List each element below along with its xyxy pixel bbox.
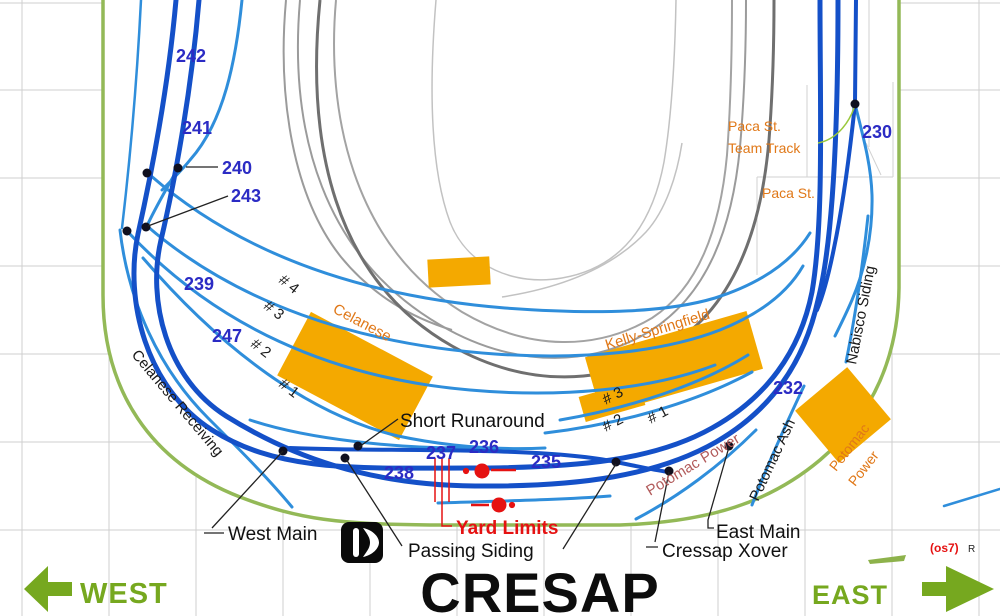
phone-icon <box>341 522 383 563</box>
west-label: WEST <box>80 578 168 610</box>
page-title: CRESAP <box>420 561 659 616</box>
boundary-fragment <box>868 555 906 564</box>
paca-lead-track <box>853 0 858 104</box>
layout-area <box>103 0 899 525</box>
west-main-label: West Main <box>228 524 317 545</box>
footnote-r: R <box>968 544 975 555</box>
block-236: 236 <box>469 437 499 457</box>
block-240: 240 <box>222 158 252 178</box>
yard-limit-marks <box>434 458 452 527</box>
east-label: EAST <box>812 580 888 610</box>
west-arrow-icon <box>24 566 72 612</box>
passing-siding-label: Passing Siding <box>408 541 534 562</box>
turnout-dots <box>122 99 860 476</box>
leader-lines <box>147 166 730 550</box>
center-building <box>427 256 491 288</box>
block-242: 242 <box>176 46 206 66</box>
block-247: 247 <box>212 326 242 346</box>
block-241: 241 <box>182 118 212 138</box>
celanese-building <box>277 311 433 441</box>
short-runaround-label: Short Runaround <box>400 411 545 432</box>
signal-icon <box>462 463 516 479</box>
paca-leader <box>817 107 855 144</box>
block-237: 237 <box>426 443 456 463</box>
track-name-labels: Short Runaround West Main Passing Siding… <box>228 411 800 562</box>
east-main-label: East Main <box>716 522 800 543</box>
potomac-power-building <box>795 367 891 463</box>
block-239: 239 <box>184 274 214 294</box>
reference-lines <box>756 0 894 275</box>
west-main-track <box>131 0 824 471</box>
block-232: 232 <box>773 378 803 398</box>
block-235: 235 <box>531 452 561 472</box>
paca-team-track-label-1: Paca St. <box>728 118 781 134</box>
east-arrow-icon <box>922 566 994 612</box>
block-numbers: 242 241 240 243 239 247 238 237 236 235 … <box>176 46 892 483</box>
signal-icon <box>471 497 516 513</box>
paca-team-track-label-2: Team Track <box>728 140 801 156</box>
block-230: 230 <box>862 122 892 142</box>
yard-limits-label: Yard Limits <box>456 518 558 539</box>
industry-buildings <box>277 256 891 463</box>
block-238: 238 <box>384 463 414 483</box>
main-tracks <box>131 0 858 489</box>
east-main-track <box>154 0 841 489</box>
cressap-xover-label: Cressap Xover <box>662 541 788 562</box>
paca-st-label: Paca St. <box>762 185 815 201</box>
block-243: 243 <box>231 186 261 206</box>
footnote-os: (os7) <box>930 541 959 555</box>
